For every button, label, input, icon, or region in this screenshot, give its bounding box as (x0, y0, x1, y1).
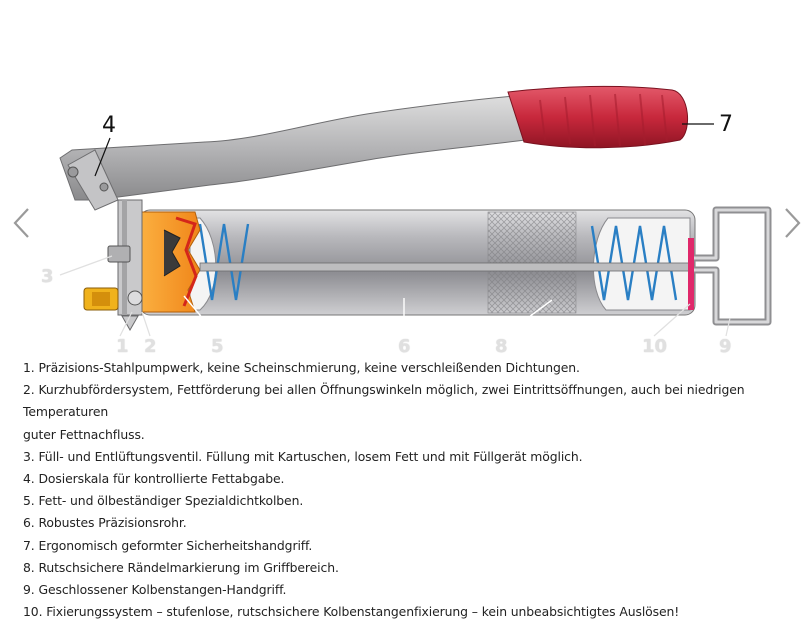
feature-item: 4. Dosierskala für kontrollierte Fettabg… (23, 471, 285, 487)
chevron-left-icon[interactable] (10, 205, 34, 241)
feature-item: 2. Kurzhubfördersystem, Fettförderung be… (23, 382, 745, 420)
callout-6: 6 (398, 336, 411, 357)
feature-list: 1. Präzisions-Stahlpumpwerk, keine Schei… (23, 357, 798, 623)
feature-item: 3. Füll- und Entlüftungsventil. Füllung … (23, 448, 583, 464)
chevron-right-icon[interactable] (780, 205, 804, 241)
feature-item-continuation: guter Fettnachfluss. (23, 426, 145, 442)
feature-item: 1. Präzisions-Stahlpumpwerk, keine Schei… (23, 360, 580, 375)
feature-item: 7. Ergonomisch geformter Sicherheitshand… (23, 537, 313, 553)
feature-item: 10. Fixierungssystem – stufenlose, rutsc… (23, 604, 680, 620)
feature-item: 6. Robustes Präzisionsrohr. (23, 515, 187, 531)
feature-item: 9. Geschlossener Kolbenstangen-Handgriff… (23, 582, 287, 598)
callout-1: 1 (116, 336, 129, 357)
grease-gun-cutaway-illustration (59, 85, 772, 337)
callout-10: 10 (642, 336, 668, 357)
callout-7: 7 (719, 112, 733, 137)
product-image-carousel: 4 7 3 1 2 5 6 8 10 9 (10, 85, 804, 357)
feature-item: 5. Fett- und ölbeständiger Spezialdichtk… (23, 493, 304, 509)
callout-5: 5 (211, 336, 224, 357)
callout-9: 9 (719, 336, 732, 357)
feature-item: 8. Rutschsichere Rändelmarkierung im Gri… (23, 559, 339, 575)
callout-3: 3 (41, 266, 54, 287)
callout-8: 8 (495, 336, 508, 357)
callout-2: 2 (144, 336, 157, 357)
callout-4: 4 (102, 113, 116, 138)
